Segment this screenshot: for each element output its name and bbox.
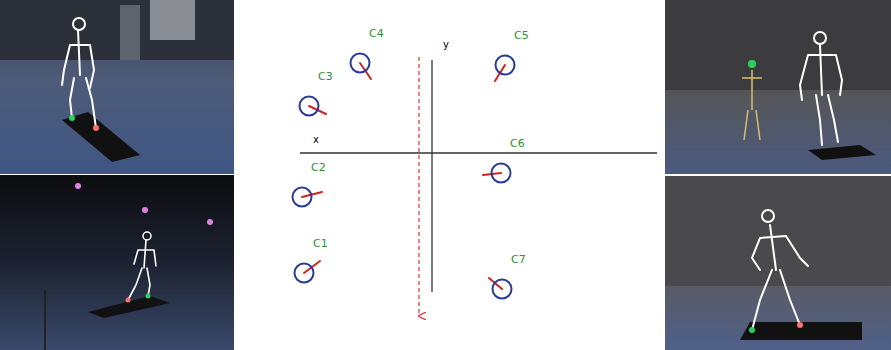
camera-marker: C6 bbox=[490, 162, 512, 184]
camera-circle bbox=[349, 52, 371, 74]
axis-label: x bbox=[313, 135, 319, 145]
camera-circle bbox=[490, 162, 512, 184]
camera-marker: C4 bbox=[349, 52, 371, 74]
camera-label: C4 bbox=[369, 28, 384, 39]
axis-label: y bbox=[443, 40, 449, 50]
camera-marker: C2 bbox=[291, 186, 313, 208]
camera-circle bbox=[494, 54, 516, 76]
camera-label: C6 bbox=[510, 138, 525, 149]
camera-circle bbox=[293, 262, 315, 284]
camera-marker: C1 bbox=[293, 262, 315, 284]
camera-label: C5 bbox=[514, 30, 529, 41]
camera-label: C1 bbox=[313, 238, 328, 249]
camera-marker: C3 bbox=[298, 95, 320, 117]
camera-label: C7 bbox=[511, 254, 526, 265]
camera-circle bbox=[291, 186, 313, 208]
camera-circle bbox=[298, 95, 320, 117]
camera-marker: C5 bbox=[494, 54, 516, 76]
camera-label: C3 bbox=[318, 71, 333, 82]
camera-circle bbox=[491, 278, 513, 300]
camera-label: C2 bbox=[311, 162, 326, 173]
camera-marker: C7 bbox=[491, 278, 513, 300]
